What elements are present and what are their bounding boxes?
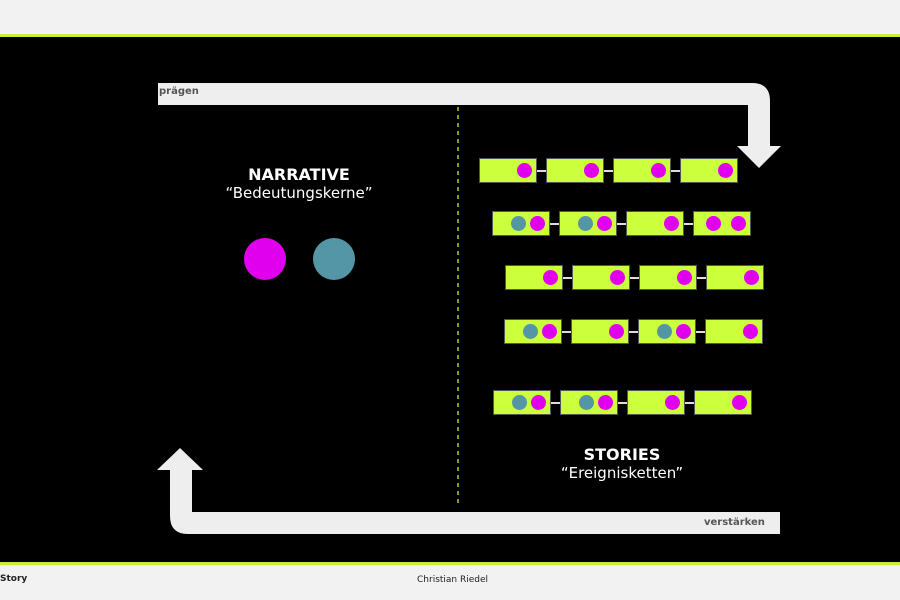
- magenta-dot: [584, 163, 599, 178]
- teal-core-circle: [313, 238, 355, 280]
- event-block: [479, 158, 537, 183]
- teal-dot: [578, 216, 593, 231]
- chain-link: [617, 222, 626, 225]
- magenta-dot: [718, 163, 733, 178]
- magenta-dot: [598, 395, 613, 410]
- event-block: [560, 390, 618, 415]
- event-block: [705, 319, 763, 344]
- magenta-dot: [610, 270, 625, 285]
- event-block: [572, 265, 630, 290]
- magenta-dot: [744, 270, 759, 285]
- story-chain: [479, 158, 738, 183]
- stories-title: STORIES: [583, 445, 661, 464]
- chain-link: [696, 330, 705, 333]
- story-chain: [505, 265, 764, 290]
- narrative-title: NARRATIVE: [248, 165, 350, 184]
- chain-link: [630, 276, 639, 279]
- chain-link: [551, 401, 560, 404]
- event-block: [505, 265, 563, 290]
- magenta-dot: [676, 324, 691, 339]
- chain-link: [563, 276, 572, 279]
- chain-link: [671, 169, 680, 172]
- magenta-dot: [732, 395, 747, 410]
- event-block: [680, 158, 738, 183]
- chain-link: [562, 330, 571, 333]
- magenta-dot: [731, 216, 746, 231]
- event-block: [706, 265, 764, 290]
- magenta-dot: [517, 163, 532, 178]
- event-block: [546, 158, 604, 183]
- magenta-dot: [597, 216, 612, 231]
- chain-link: [697, 276, 706, 279]
- teal-dot: [523, 324, 538, 339]
- magenta-dot: [743, 324, 758, 339]
- footer-brand: Story: [0, 574, 28, 584]
- magenta-dot: [609, 324, 624, 339]
- chain-link: [684, 222, 693, 225]
- event-block: [493, 390, 551, 415]
- narrative-subtitle: “Bedeutungskerne”: [225, 184, 373, 202]
- event-block: [559, 211, 617, 236]
- event-block: [613, 158, 671, 183]
- event-block: [627, 390, 685, 415]
- chain-link: [537, 169, 546, 172]
- event-block: [694, 390, 752, 415]
- chain-link: [629, 330, 638, 333]
- magenta-dot: [664, 216, 679, 231]
- magenta-core-circle: [244, 238, 286, 280]
- event-block: [504, 319, 562, 344]
- magenta-dot: [531, 395, 546, 410]
- magenta-dot: [706, 216, 721, 231]
- stories-subtitle: “Ereignisketten”: [560, 464, 684, 482]
- event-block: [693, 211, 751, 236]
- teal-dot: [511, 216, 526, 231]
- magenta-dot: [530, 216, 545, 231]
- event-block: [639, 265, 697, 290]
- magenta-dot: [665, 395, 680, 410]
- magenta-dot: [677, 270, 692, 285]
- event-block: [638, 319, 696, 344]
- story-chain: [492, 211, 751, 236]
- chain-link: [685, 401, 694, 404]
- magenta-dot: [542, 324, 557, 339]
- bottom-arrow: [157, 448, 780, 534]
- magenta-dot: [543, 270, 558, 285]
- magenta-dot: [651, 163, 666, 178]
- footer-author: Christian Riedel: [417, 575, 489, 585]
- stories-heading: STORIES “Ereignisketten”: [502, 445, 742, 482]
- teal-dot: [579, 395, 594, 410]
- teal-dot: [512, 395, 527, 410]
- event-block: [626, 211, 684, 236]
- narrative-heading: NARRATIVE “Bedeutungskerne”: [179, 165, 419, 202]
- event-block: [492, 211, 550, 236]
- chain-link: [618, 401, 627, 404]
- story-chain: [493, 390, 752, 415]
- top-arrow-label: prägen: [159, 86, 199, 97]
- top-arrow: [158, 83, 781, 168]
- story-chain: [504, 319, 763, 344]
- bottom-arrow-label: verstärken: [704, 517, 765, 528]
- teal-dot: [657, 324, 672, 339]
- event-block: [571, 319, 629, 344]
- chain-link: [550, 222, 559, 225]
- chain-link: [604, 169, 613, 172]
